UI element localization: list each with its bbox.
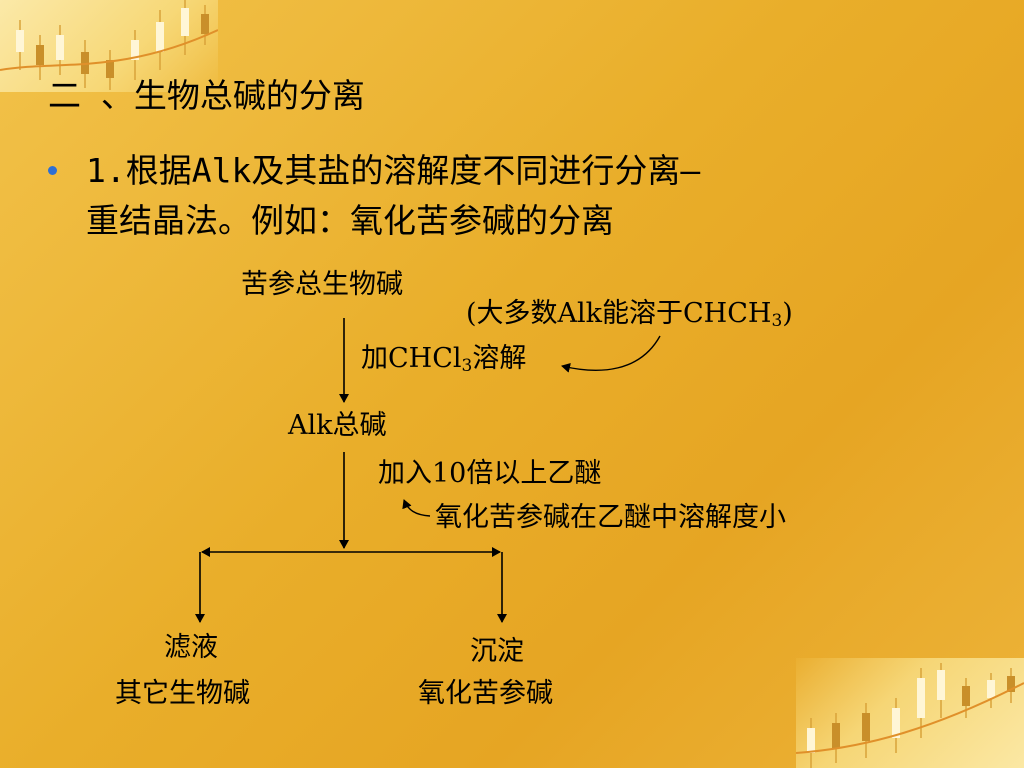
- bullet-line-1: 1.根据Alk及其盐的溶解度不同进行分离—: [86, 151, 701, 190]
- node-filtrate: 滤液: [164, 632, 218, 663]
- step-add-ether: 加入10倍以上乙醚: [378, 458, 602, 489]
- node-oxymatrine: 氧化苦参碱: [418, 678, 553, 709]
- node-start: 苦参总生物碱: [241, 269, 403, 300]
- bullet-line-2: 重结晶法。例如：氧化苦参碱的分离: [86, 201, 614, 240]
- node-note-solubility: (大多数Alk能溶于CHCH3): [466, 298, 793, 331]
- note-curved-arrow: [561, 335, 661, 373]
- node-precipitate: 沉淀: [470, 636, 524, 667]
- decor-bottom-right: [796, 658, 1024, 768]
- note2-hook-arrow: [402, 499, 431, 517]
- decor-candlestick-icon: [796, 663, 1024, 768]
- node-note-ether: 氧化苦参碱在乙醚中溶解度小: [435, 502, 786, 533]
- node-other-alkaloids: 其它生物碱: [115, 678, 250, 709]
- decor-top-left: [0, 0, 218, 92]
- decor-candlestick-icon: [0, 0, 218, 90]
- step-add-chcl3: 加CHCl3溶解: [361, 343, 527, 376]
- node-middle: Alk总碱: [288, 410, 387, 441]
- bullet-dot-icon: [48, 166, 57, 175]
- bullet-text: 1.根据Alk及其盐的溶解度不同进行分离— 重结晶法。例如：氧化苦参碱的分离: [86, 146, 700, 246]
- slide-title: 二 、生物总碱的分离: [48, 76, 365, 115]
